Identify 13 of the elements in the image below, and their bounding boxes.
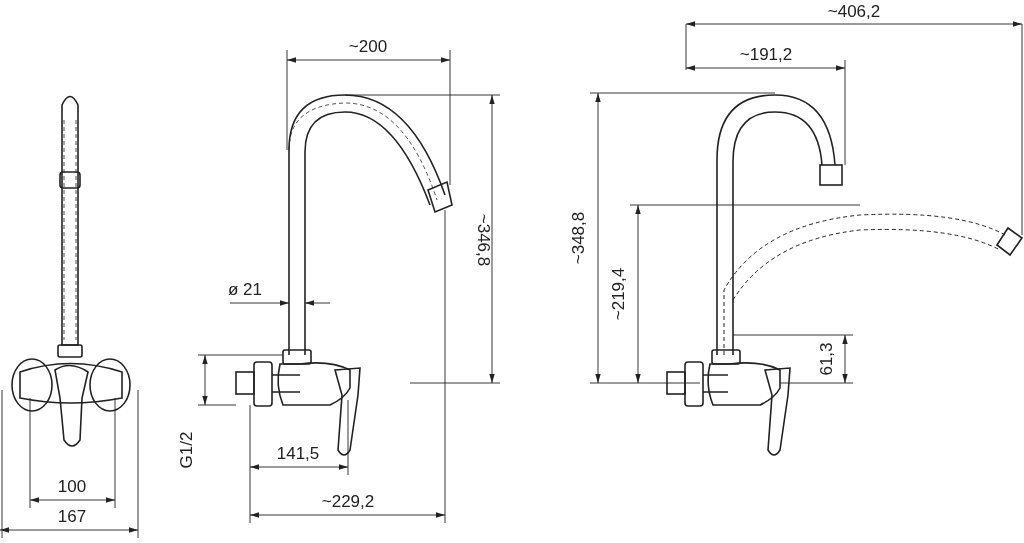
dimension-value: ~229,2: [321, 492, 375, 511]
dimension-value: ~191,2: [739, 45, 793, 64]
dimension-value: ~348,8: [569, 211, 588, 265]
dimension-value: 61,3: [817, 342, 836, 376]
dimension-value: 100: [57, 477, 87, 496]
dimension-value: ~219,4: [609, 267, 628, 321]
dimension-value: G1/2: [177, 431, 196, 469]
dimension-value: ~406,2: [827, 2, 881, 21]
dimension-value: ø 21: [228, 280, 262, 299]
dimension-value: 141,5: [276, 444, 320, 463]
dimension-value: ~200: [348, 37, 388, 56]
dimension-value: ~346,8: [474, 213, 493, 267]
dimension-value: 167: [57, 507, 87, 526]
